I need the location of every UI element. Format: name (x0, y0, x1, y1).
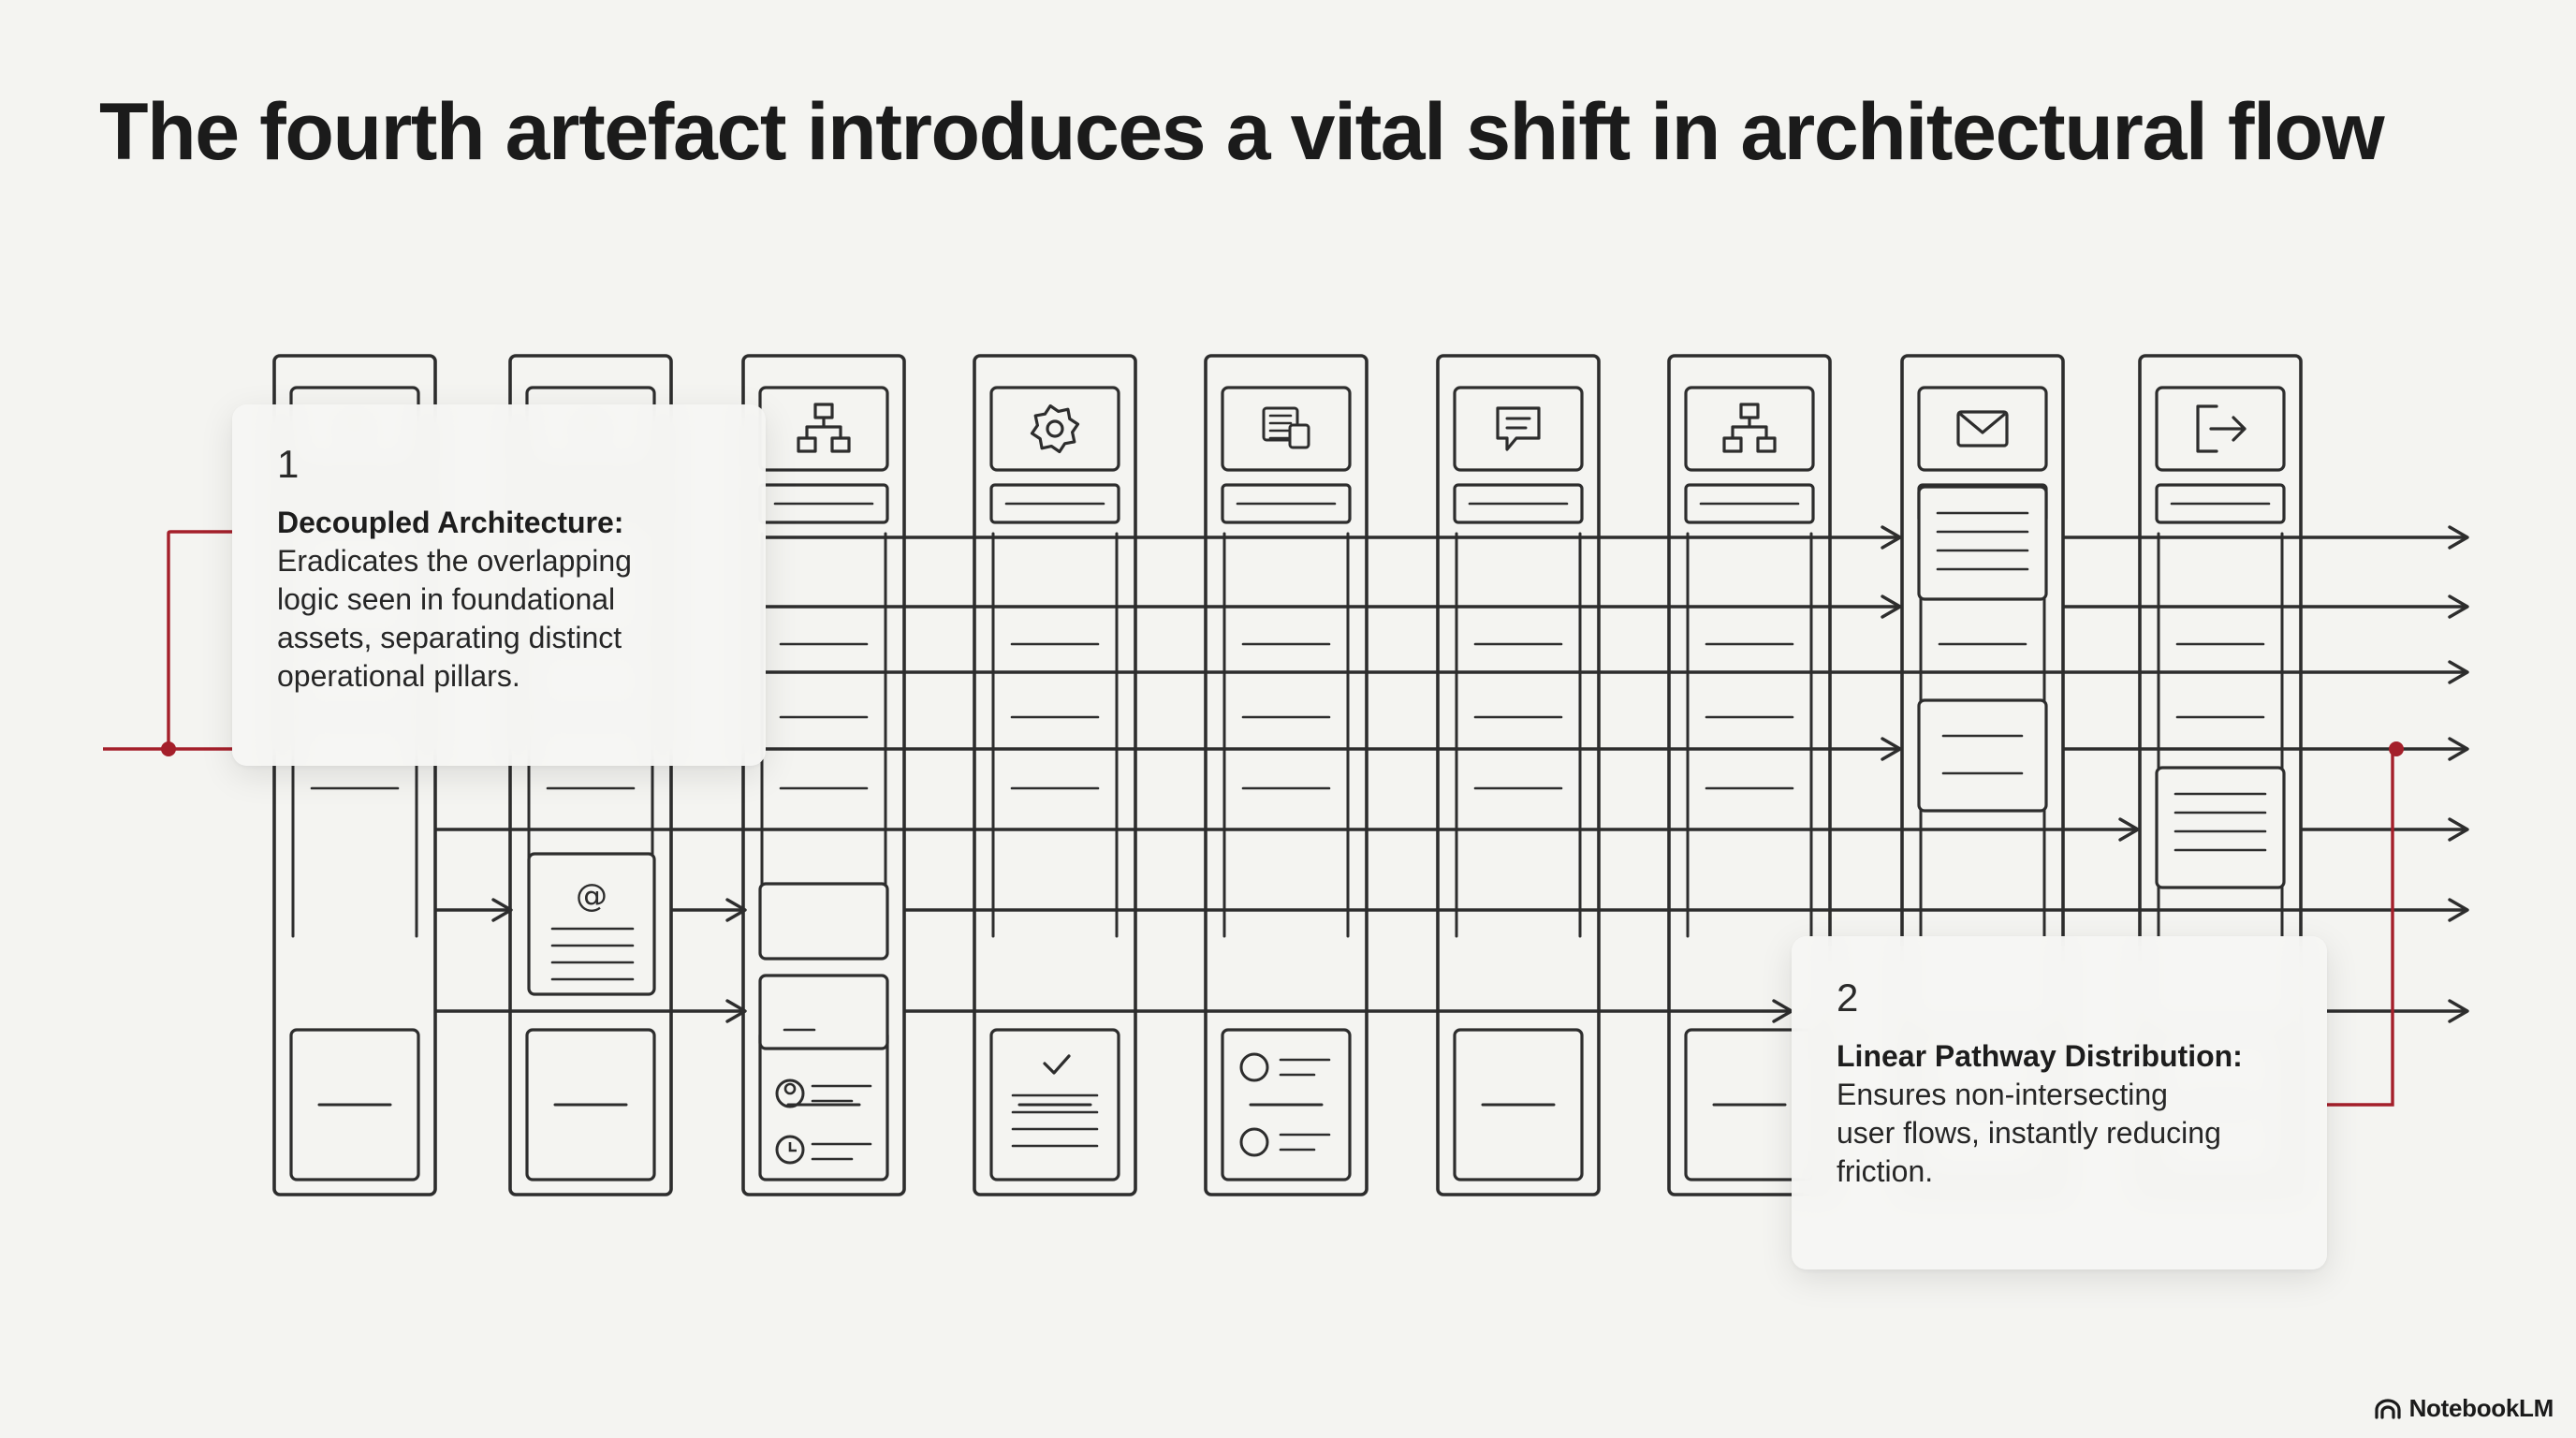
check-icon (1043, 1054, 1071, 1075)
callout-number: 2 (1837, 976, 1859, 1020)
pillar-column (973, 354, 1137, 1196)
notebooklm-icon (2374, 1398, 2401, 1419)
at-icon: @ (576, 877, 607, 915)
contact-card (527, 852, 656, 996)
pillar-column (1204, 354, 1368, 1196)
icon-box (1917, 386, 2048, 472)
sitemap-icon (1722, 403, 1777, 453)
pillar-column (741, 354, 906, 1196)
brand-logo: NotebookLM (2374, 1394, 2554, 1423)
mail-icon (1956, 410, 2009, 448)
user-icon (775, 1078, 805, 1108)
detail-cards: @ (527, 485, 2286, 1165)
receipt-card (2155, 766, 2286, 889)
form-box (758, 882, 889, 961)
document-icon (1262, 406, 1310, 449)
logout-icon (2196, 404, 2247, 453)
pillar-frame (1667, 354, 1832, 1196)
settings-icon (1239, 1052, 1269, 1082)
form-box (758, 974, 889, 1050)
brand-name: NotebookLM (2408, 1394, 2554, 1422)
callout-linear-pathway: 2 Linear Pathway Distribution: Ensures n… (1792, 936, 2327, 1269)
icon-box (1221, 386, 1352, 472)
page-title: The fourth artefact introduces a vital s… (99, 87, 2385, 177)
pillar-frame (1436, 354, 1601, 1196)
accent-dot-1 (161, 741, 176, 756)
callout-body: Eradicates the overlapping logic seen in… (277, 544, 632, 693)
icon-box (989, 386, 1120, 472)
accent-connector-2 (2327, 749, 2394, 1107)
chat-icon (1496, 406, 1541, 451)
callout-heading: Decoupled Architecture: (277, 506, 624, 539)
accent-connectors (103, 530, 2404, 1107)
icon-box (1684, 386, 1815, 472)
icon-box (758, 386, 889, 472)
message-card (1917, 698, 2048, 813)
clock-icon (775, 1135, 805, 1165)
callout-number: 1 (277, 442, 300, 486)
signal-icon (1239, 1127, 1269, 1157)
accent-dot-2 (2389, 741, 2404, 756)
mail-card (1917, 485, 2048, 601)
pillar-column (1436, 354, 1601, 1196)
gear-icon (1030, 404, 1080, 454)
pillar-frame (973, 354, 1137, 1196)
callout-decoupled-architecture: 1 Decoupled Architecture: Eradicates the… (232, 404, 766, 766)
pillar-frame (1204, 354, 1368, 1196)
accent-bracket-1 (167, 530, 232, 749)
callout-heading: Linear Pathway Distribution: (1837, 1039, 2243, 1073)
callout-body: Ensures non-intersecting user flows, ins… (1837, 1078, 2221, 1188)
pillar-column (1667, 354, 1832, 1196)
flow-lines (435, 525, 2469, 1023)
sitemap-icon (797, 403, 851, 453)
